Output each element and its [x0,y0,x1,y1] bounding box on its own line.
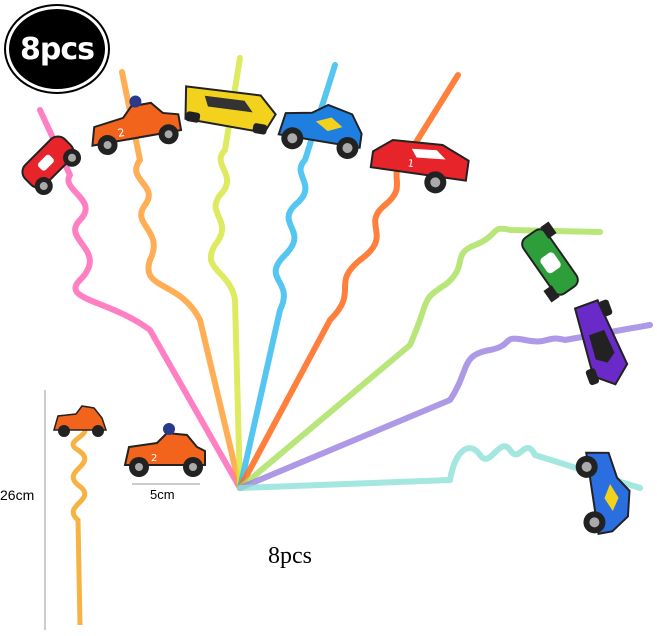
width-reference-car: 2 [123,423,206,477]
car-orange-2: 2 [91,95,183,156]
straw-pink [37,107,243,491]
single-straw [70,415,88,626]
straw-purple [237,322,653,491]
quantity-badge-text: 8pcs [20,31,95,67]
quantity-caption: 8pcs [268,543,312,569]
single-straw-car [53,405,108,437]
car-blue [277,103,363,160]
car-green [521,221,579,303]
svg-text:2: 2 [117,126,126,140]
car-blue-bottom [575,451,631,535]
svg-text:2: 2 [151,453,157,464]
car-toppers: 2 1 [21,85,631,535]
quantity-badge: 8pcs [6,6,108,92]
car-purple [573,299,629,386]
svg-text:1: 1 [407,158,415,170]
straw-orange [119,69,243,491]
height-label: 26cm [0,487,35,503]
straw-red-orange [237,72,461,491]
straw-yellow [207,55,243,491]
size-reference: 2 [44,390,206,630]
car-red-1 [21,135,82,196]
car-red-right: 1 [369,138,470,194]
car-yellow [184,85,277,135]
straw-bundle [37,55,653,491]
width-label: 5cm [150,487,175,502]
straw-blue [237,62,338,491]
straw-mint [237,443,643,491]
straw-green [237,225,603,491]
